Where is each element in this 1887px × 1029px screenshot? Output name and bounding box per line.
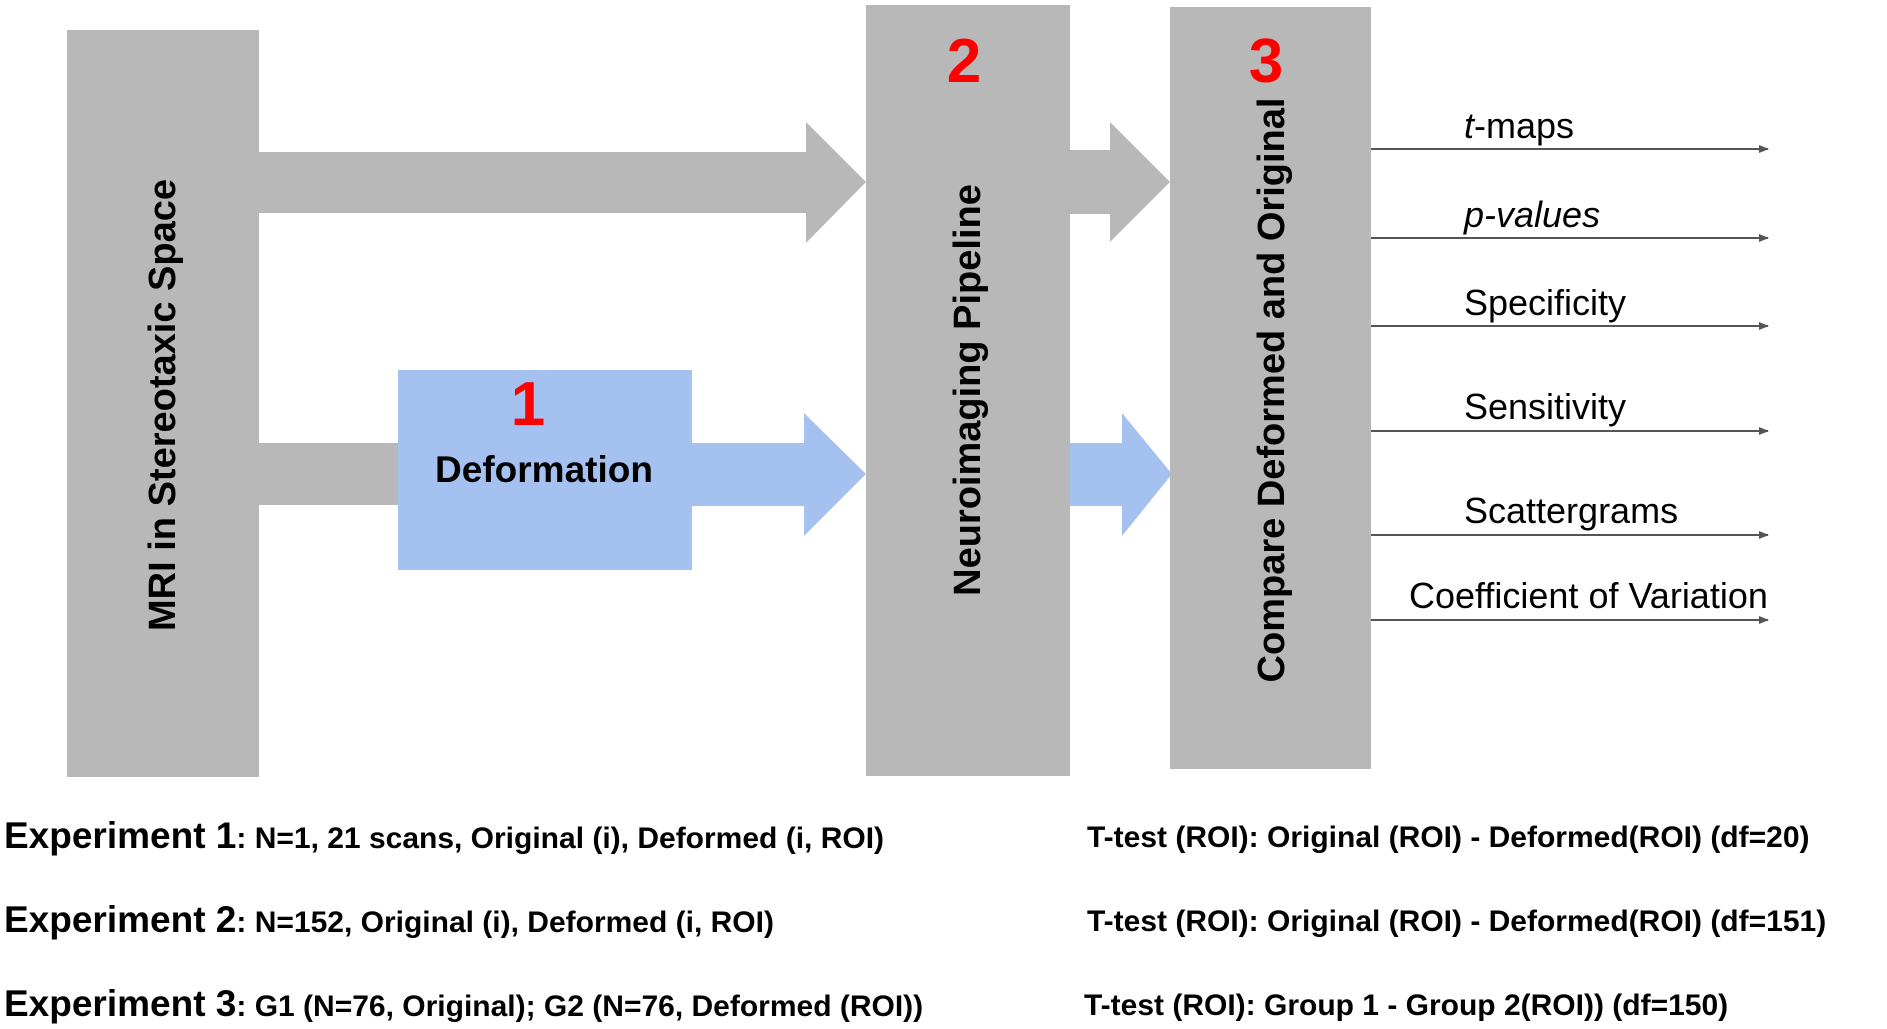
pipeline-to-compare-arrow-bottom [1068, 413, 1172, 536]
deformation-box [398, 370, 692, 570]
output-label-scattergrams: Scattergrams [1464, 490, 1678, 531]
output-label-cov: Coefficient of Variation [1409, 575, 1768, 616]
compare-step-number: 3 [1249, 27, 1283, 96]
pipeline-box [866, 5, 1070, 776]
experiment-1-desc: : N=1, 21 scans, Original (i), Deformed … [236, 822, 885, 855]
experiment-3-ttest: T-test (ROI): Group 1 - Group 2(ROI)) (d… [1084, 989, 1729, 1022]
experiment-1-head: Experiment 1 [4, 815, 237, 856]
compare-box [1170, 7, 1371, 769]
deformation-to-pipeline-arrow [690, 413, 866, 536]
deformation-box-label: Deformation [435, 449, 653, 490]
experiment-3-line: Experiment 3: G1 (N=76, Original); G2 (N… [4, 983, 923, 1025]
pipeline-step-number: 2 [947, 27, 981, 96]
mri-to-pipeline-arrow [258, 122, 866, 243]
output-label-p-values: p-values [1463, 194, 1600, 235]
experiment-1-ttest: T-test (ROI): Original (ROI) - Deformed(… [1087, 821, 1810, 854]
mri-box-label: MRI in Stereotaxic Space [142, 179, 184, 631]
mri-box [67, 30, 259, 777]
experiment-1-line: Experiment 1: N=1, 21 scans, Original (i… [4, 815, 884, 857]
experiment-2-head: Experiment 2 [4, 899, 237, 940]
pipeline-box-label: Neuroimaging Pipeline [947, 184, 989, 596]
output-label-t-maps: t-maps [1464, 105, 1574, 146]
mri-to-deformation-connector [258, 443, 400, 505]
compare-box-label: Compare Deformed and Original [1251, 98, 1293, 683]
experiment-2-line: Experiment 2: N=152, Original (i), Defor… [4, 899, 774, 941]
output-label-sensitivity: Sensitivity [1464, 386, 1626, 427]
output-label-t-maps-italic: t [1464, 105, 1476, 146]
experiment-2-ttest: T-test (ROI): Original (ROI) - Deformed(… [1087, 905, 1827, 938]
experiment-3-desc: : G1 (N=76, Original); G2 (N=76, Deforme… [236, 990, 924, 1023]
pipeline-to-compare-arrow-top [1068, 122, 1170, 242]
deformation-step-number: 1 [511, 370, 545, 439]
experiment-2-desc: : N=152, Original (i), Deformed (i, ROI) [236, 906, 774, 939]
output-label-specificity: Specificity [1464, 282, 1626, 323]
output-label-t-maps-rest: -maps [1474, 105, 1574, 146]
experiment-3-head: Experiment 3 [4, 983, 237, 1024]
